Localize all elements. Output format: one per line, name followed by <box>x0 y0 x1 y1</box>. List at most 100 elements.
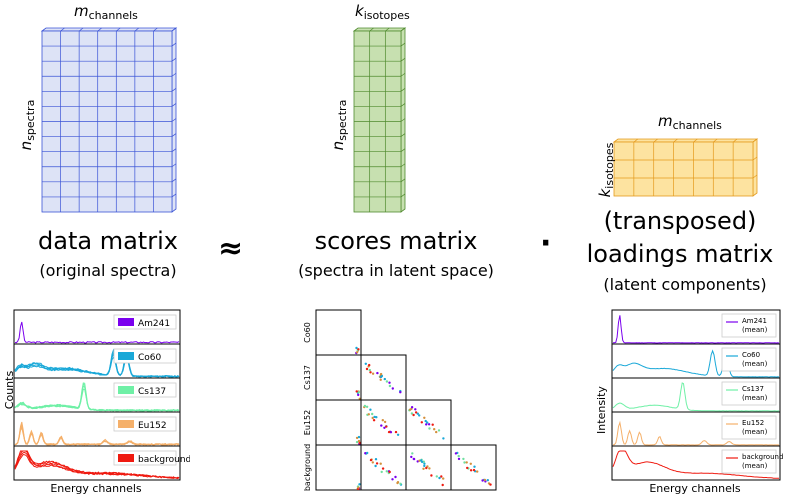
grid-line <box>171 72 177 77</box>
grid-line <box>171 133 177 137</box>
pair-scatter-dot <box>357 435 361 439</box>
right-legend-suffix: (mean) <box>742 462 768 470</box>
right-loadings-plot: Am241(mean)Co60(mean)Cs137(mean)Eu152(me… <box>595 309 783 495</box>
loadings-matrix-subtitle: (latent components) <box>603 275 767 294</box>
pair-scatter-dot <box>437 429 441 432</box>
pair-scatter-dot <box>358 441 361 445</box>
pair-scatter-dot <box>381 419 384 422</box>
grid-line <box>400 88 406 92</box>
pair-scatter-dot <box>424 419 427 423</box>
right-legend-box <box>721 313 777 338</box>
left-spectrum-line <box>14 321 180 344</box>
pair-scatter-dot <box>457 457 461 461</box>
scores-col-dim: kisotopes <box>355 2 410 22</box>
grid-line <box>400 118 406 122</box>
grid-line <box>171 178 177 183</box>
pair-scatter-dot <box>476 470 479 473</box>
pair-scatter-dot <box>357 486 360 489</box>
pair-scatter-dot <box>379 375 383 379</box>
grid-line <box>400 72 406 77</box>
pair-scatter-dot <box>355 390 358 393</box>
right-component-line <box>612 349 780 378</box>
left-legend-swatch <box>118 454 134 462</box>
pair-scatter-dot <box>422 467 425 470</box>
pair-scatter-dot <box>368 368 371 372</box>
pair-scatter-dot <box>396 481 400 484</box>
grid-line <box>171 88 177 92</box>
pair-scatter-dot <box>394 475 397 479</box>
pair-scatter-dot <box>394 430 398 434</box>
data-matrix-title: data matrix <box>38 227 178 255</box>
pair-scatter-dot <box>399 391 402 394</box>
grid-line <box>400 178 406 183</box>
pair-row-label: background <box>303 444 312 491</box>
pair-scatter-dot <box>376 371 379 375</box>
grid-line <box>78 27 84 32</box>
block-top-face <box>352 27 407 32</box>
left-spectrum-line <box>14 348 180 378</box>
pair-scatter-dot <box>423 464 426 468</box>
grid-line <box>752 174 758 179</box>
pair-scatter-dot <box>435 430 438 434</box>
grid-line <box>171 148 177 152</box>
right-legend-box <box>721 415 777 440</box>
pair-scatter-dot <box>423 416 426 419</box>
right-legend-suffix: (mean) <box>742 428 768 436</box>
pair-scatter-dot <box>371 372 375 375</box>
pair-scatter-dot <box>430 474 433 477</box>
pair-scatter-dot <box>371 416 374 420</box>
pair-scatter-dot <box>363 404 367 408</box>
pair-scatter-dot <box>465 461 468 464</box>
pair-scatter-dot <box>414 408 417 411</box>
loadings-title-line2: loadings matrix <box>586 240 774 268</box>
pair-scatter-dot <box>385 470 388 473</box>
pair-scatter-dot <box>380 424 383 427</box>
left-panel-frame <box>13 445 181 481</box>
pair-row-label: Cs137 <box>303 365 312 390</box>
right-legend-box <box>721 347 777 372</box>
grid-line <box>752 156 758 161</box>
grid-line <box>171 42 177 47</box>
left-legend-label: Cs137 <box>138 387 166 397</box>
pair-scatter-dot <box>385 380 389 383</box>
pair-scatter-dot <box>433 428 436 431</box>
pair-scatter-dot <box>454 452 458 455</box>
grid-line <box>400 193 406 198</box>
right-legend-label: background <box>742 453 783 461</box>
left-spectrum-line <box>14 421 180 446</box>
pair-cell-frame <box>315 354 362 401</box>
pair-scatter-dot <box>374 464 377 468</box>
left-legend-swatch <box>118 318 134 326</box>
right-legend-box <box>721 381 777 406</box>
block-front-face <box>613 141 754 197</box>
pair-scatter-dot <box>369 458 373 462</box>
data-matrix-grid <box>40 27 178 213</box>
grid-line <box>171 103 177 107</box>
pair-scatter-dot <box>428 467 431 470</box>
pair-scatter-dot <box>366 451 369 455</box>
pair-scatter-dot <box>463 461 466 464</box>
grid-line <box>153 27 158 32</box>
pair-scatter-dot <box>410 455 413 459</box>
scores-matrix-grid <box>352 27 407 213</box>
pair-scatter-dot <box>365 367 369 371</box>
grid-line <box>369 27 374 32</box>
pair-scatter-dot <box>469 469 473 472</box>
left-spectrum-line <box>14 382 180 412</box>
data-col-dim: mchannels <box>74 2 138 22</box>
pair-scatter-dot <box>379 378 382 381</box>
dot-symbol: · <box>540 226 552 261</box>
grid-line <box>116 27 121 32</box>
pair-scatter-dot <box>435 475 438 478</box>
grid-line <box>171 118 177 122</box>
pair-plot: Co60Cs137Eu152backgroundAm241Co60Cs137Eu… <box>303 309 497 496</box>
left-legend-label: Co60 <box>138 353 162 363</box>
left-ylabel: Counts <box>3 371 16 410</box>
matrices-diagram <box>40 27 759 213</box>
pair-scatter-dot <box>388 381 391 384</box>
pair-cell-frame <box>450 444 497 491</box>
pair-scatter-dot <box>431 423 434 426</box>
pair-scatter-dot <box>425 466 428 470</box>
grid-line <box>673 138 678 143</box>
grid-line <box>171 163 177 168</box>
